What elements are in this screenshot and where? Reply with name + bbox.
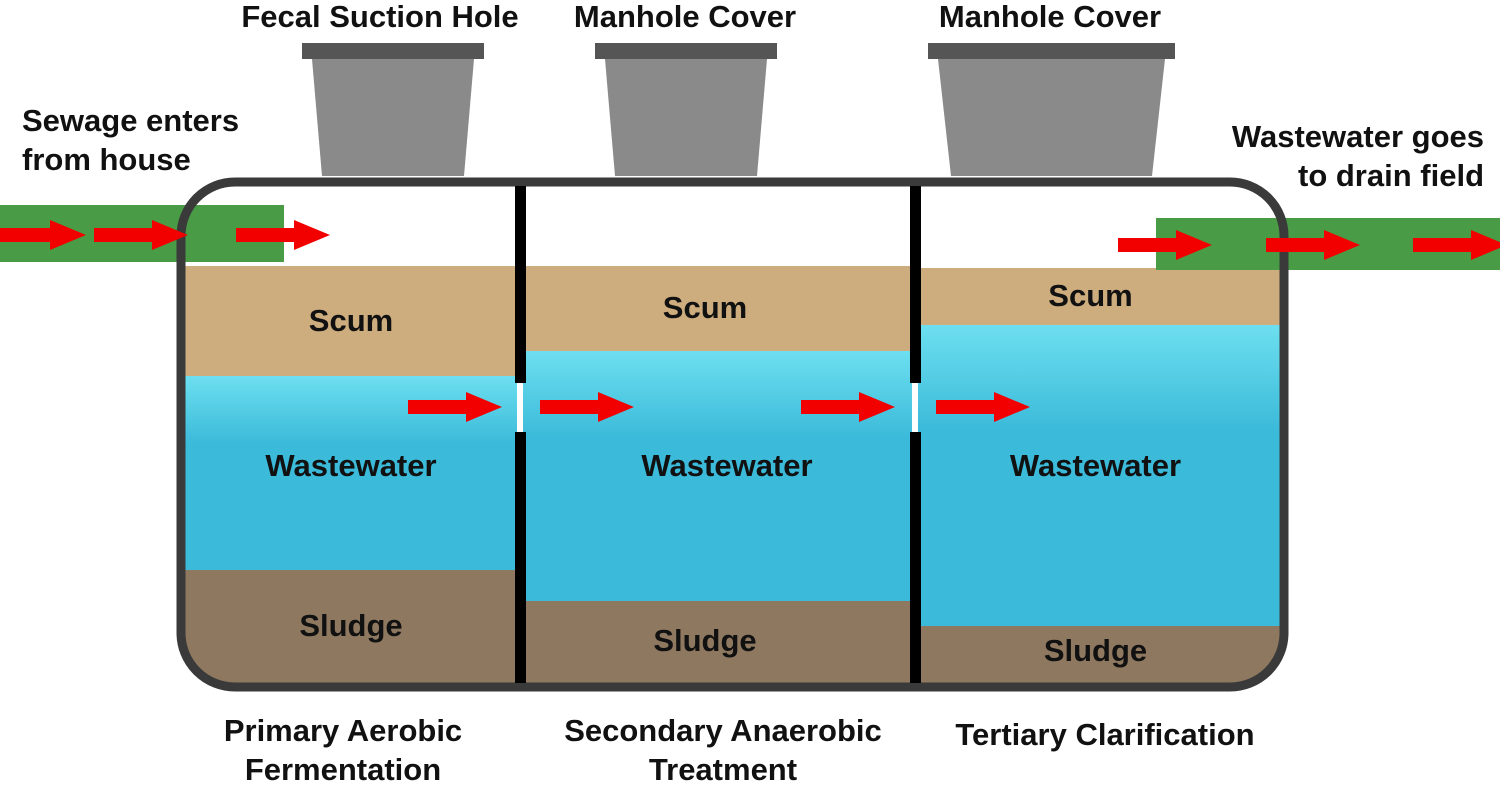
chamber-3-water-layer: [918, 325, 1280, 626]
flow-arrows: [0, 220, 1500, 422]
baffle-1-lower: [515, 432, 526, 683]
chamber-2-scum-layer: [523, 266, 912, 351]
baffle-2-lower: [910, 432, 921, 683]
chamber-2-scum-label: Scum: [662, 290, 748, 325]
chamber-3-scum-label: Scum: [1048, 278, 1133, 313]
flow-arrow-icon: [1266, 230, 1360, 260]
tank-outline: [176, 177, 1289, 692]
chamber-1-caption: Primary Aerobic Fermentation: [185, 712, 501, 790]
flow-arrow-icon: [1118, 230, 1212, 260]
chamber-2-water-layer: [523, 351, 912, 601]
flow-arrow-icon: [0, 220, 86, 250]
baffle-2-upper: [910, 186, 921, 383]
chamber-2-caption-line-1: Secondary Anaerobic: [564, 713, 882, 748]
flow-arrow-icon: [236, 220, 330, 250]
chamber-2-sludge-layer: [523, 601, 912, 683]
outlet-label-line-2: to drain field: [1298, 157, 1484, 193]
flow-arrow-icon: [408, 392, 502, 422]
outlet-label-line-1: Wastewater goes: [1231, 119, 1484, 154]
baffle-1-upper: [515, 186, 526, 383]
chamber-1-sludge-label: Sludge: [299, 608, 403, 643]
chamber-1-scum-layer: [185, 266, 517, 376]
manhole-cover-1-label: Manhole Cover: [573, 0, 797, 34]
chamber-1-scum-label: Scum: [308, 303, 394, 338]
inlet-label-line-2: from house: [22, 141, 191, 177]
flow-arrow-icon: [936, 392, 1030, 422]
chamber-3-water-label: Wastewater: [1009, 448, 1182, 483]
chamber-2-caption: Secondary Anaerobic Treatment: [523, 712, 923, 790]
chamber-1-water-label: Wastewater: [265, 448, 437, 483]
flow-arrow-icon: [94, 220, 188, 250]
manhole-cover-1: [595, 43, 777, 176]
chamber-2-caption-line-2: Treatment: [648, 751, 798, 787]
chamber-1-caption-line-1: Primary Aerobic: [223, 713, 463, 748]
chamber-3-sludge-label: Sludge: [1043, 633, 1148, 668]
manhole-cover-2-label: Manhole Cover: [938, 0, 1162, 34]
manhole-cover-2: [928, 43, 1175, 176]
flow-arrow-icon: [540, 392, 634, 422]
inlet-label-line-1: Sewage enters: [22, 103, 240, 138]
chamber-3-scum-layer: [918, 268, 1280, 325]
chamber-3-sludge-layer: [918, 626, 1280, 683]
fecal-suction-cover: [302, 43, 484, 176]
chamber-2-water-label: Wastewater: [641, 448, 813, 483]
fecal-suction-hole-label: Fecal Suction Hole: [241, 0, 519, 34]
chamber-3-caption: Tertiary Clarification: [955, 717, 1255, 752]
chamber-1-sludge-layer: [185, 570, 517, 683]
chamber-1-caption-line-2: Fermentation: [244, 751, 442, 787]
chamber-2-sludge-label: Sludge: [653, 623, 757, 658]
outlet-label: Wastewater goes to drain field: [1180, 118, 1484, 196]
flow-arrow-icon: [1413, 230, 1500, 260]
inlet-label: Sewage enters from house: [22, 102, 239, 180]
flow-arrow-icon: [801, 392, 895, 422]
